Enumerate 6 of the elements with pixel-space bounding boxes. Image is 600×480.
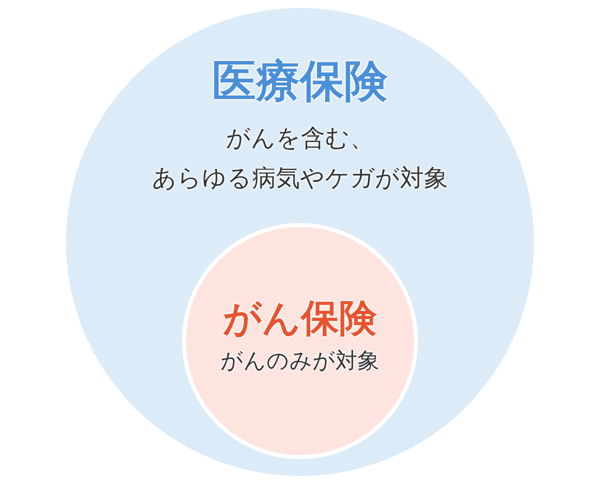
category-heading: がん保険 bbox=[222, 296, 378, 340]
coverage-description: がんを含む、あらゆる病気やケガが対象 bbox=[151, 123, 449, 194]
outer-circle bbox=[66, 8, 534, 476]
coverage-description: がんのみが対象 bbox=[220, 348, 380, 376]
category-heading: 医療保険 bbox=[211, 57, 389, 107]
inner-circle bbox=[182, 223, 418, 459]
